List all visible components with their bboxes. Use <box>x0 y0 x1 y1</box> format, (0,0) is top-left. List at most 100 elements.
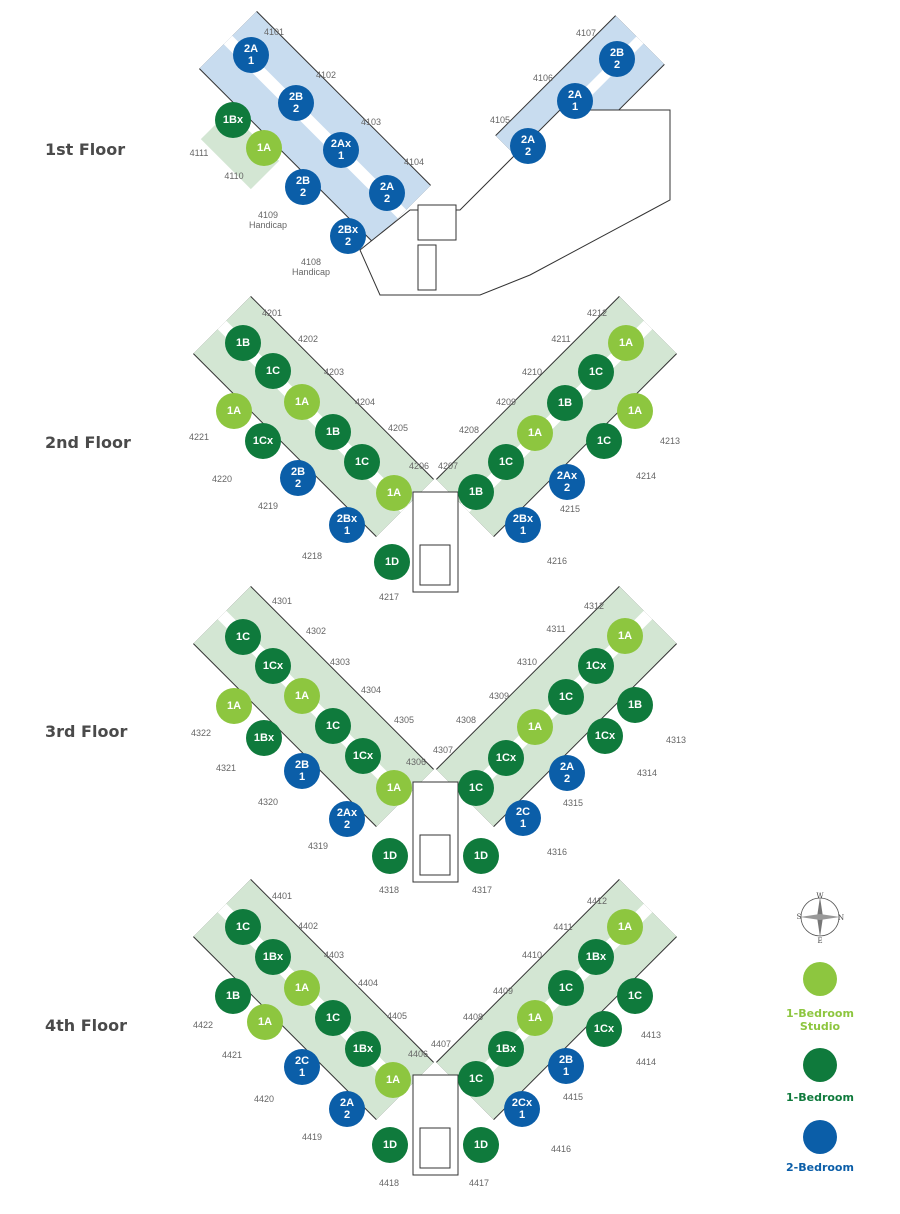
unit-number: 4107 <box>576 28 596 38</box>
unit-type-badge[interactable]: 1D <box>374 544 410 580</box>
unit-type-badge[interactable]: 1Bx <box>215 102 251 138</box>
unit-type-badge[interactable]: 1A <box>375 1062 411 1098</box>
unit-type-badge[interactable]: 1A <box>216 688 252 724</box>
unit-type-badge[interactable]: 1B <box>617 687 653 723</box>
unit-type-badge[interactable]: 1D <box>463 838 499 874</box>
unit-type-label: 2Bx <box>512 513 534 525</box>
elevator <box>417 244 437 291</box>
unit-type-badge[interactable]: 1A <box>517 415 553 451</box>
unit-type-badge[interactable]: 1B <box>547 385 583 421</box>
unit-type-badge[interactable]: 1A <box>607 909 643 945</box>
unit-type-badge[interactable]: 1A <box>608 325 644 361</box>
unit-type-badge[interactable]: 1A <box>607 618 643 654</box>
unit-type-badge[interactable]: 1C <box>225 909 261 945</box>
unit-type-badge[interactable]: 1C <box>344 444 380 480</box>
unit-type-badge[interactable]: 1B <box>458 474 494 510</box>
unit-type-badge[interactable]: 1C <box>586 423 622 459</box>
unit-type-badge[interactable]: 1A <box>247 1004 283 1040</box>
unit-type-badge[interactable]: 1A <box>246 130 282 166</box>
unit-type-badge[interactable]: 1C <box>488 444 524 480</box>
unit-type-badge[interactable]: 1D <box>372 838 408 874</box>
unit-number: 4421 <box>222 1050 242 1060</box>
unit-number-text: 4314 <box>636 768 658 778</box>
unit-type-badge[interactable]: 1C <box>225 619 261 655</box>
unit-type-badge[interactable]: 1Cx <box>578 648 614 684</box>
unit-type-badge[interactable]: 1Bx <box>246 720 282 756</box>
unit-type-badge[interactable]: 1C <box>458 770 494 806</box>
unit-number: 4202 <box>298 334 318 344</box>
unit-type-label: 2B <box>609 47 625 59</box>
unit-type-badge[interactable]: 1C <box>578 354 614 390</box>
unit-type-badge[interactable]: 1C <box>617 978 653 1014</box>
unit-number: 4218 <box>302 551 322 561</box>
unit-type-badge[interactable]: 1B <box>315 414 351 450</box>
unit-type-badge[interactable]: 1A <box>284 970 320 1006</box>
unit-number: 4305 <box>394 715 414 725</box>
unit-number: 4309 <box>489 691 509 701</box>
unit-type-badge[interactable]: 1Bx <box>578 939 614 975</box>
unit-type-badge[interactable]: 1C <box>548 970 584 1006</box>
unit-type-badge[interactable]: 1D <box>463 1127 499 1163</box>
unit-number-text: 4317 <box>471 885 493 895</box>
unit-number-text: 4211 <box>551 334 571 344</box>
unit-type-badge[interactable]: 1A <box>517 709 553 745</box>
unit-number: 4209 <box>496 397 516 407</box>
unit-type-badge[interactable]: 1D <box>372 1127 408 1163</box>
unit-number: 4320 <box>258 797 278 807</box>
unit-type-badge[interactable]: 1Bx <box>488 1031 524 1067</box>
unit-number-text: 4311 <box>546 624 566 634</box>
unit-type-badge[interactable]: 1Cx <box>245 423 281 459</box>
occupancy-label: 2 <box>344 236 352 248</box>
unit-type-badge[interactable]: 1C <box>458 1061 494 1097</box>
unit-type-badge[interactable]: 1A <box>617 393 653 429</box>
unit-number: 4322 <box>191 728 211 738</box>
unit-type-badge[interactable]: 1C <box>255 353 291 389</box>
unit-type-badge[interactable]: 1B <box>225 325 261 361</box>
unit-type-badge[interactable]: 1Cx <box>586 1011 622 1047</box>
unit-type-badge[interactable]: 1C <box>548 679 584 715</box>
unit-type-badge[interactable]: 1Cx <box>345 738 381 774</box>
unit-type-badge[interactable]: 1Cx <box>255 648 291 684</box>
unit-type-label: 1A <box>627 405 643 417</box>
unit-type-badge[interactable]: 1A <box>216 393 252 429</box>
unit-type-label: 2A <box>243 43 259 55</box>
unit-type-badge[interactable]: 1Cx <box>488 740 524 776</box>
unit-type-badge[interactable]: 1A <box>517 1000 553 1036</box>
unit-type-badge[interactable]: 1C <box>315 708 351 744</box>
unit-type-badge[interactable]: 1B <box>215 978 251 1014</box>
unit-type-badge[interactable]: 1A <box>284 678 320 714</box>
unit-number: 4403 <box>324 950 344 960</box>
floor-title-2: 2nd Floor <box>45 433 131 452</box>
unit-number-text: 4419 <box>301 1132 323 1142</box>
unit-type-badge[interactable]: 1Bx <box>255 939 291 975</box>
unit-type-badge[interactable]: 1A <box>376 770 412 806</box>
unit-type-badge[interactable]: 1A <box>376 475 412 511</box>
unit-number-text: 4403 <box>323 950 345 960</box>
unit-type-badge[interactable]: 1Cx <box>587 718 623 754</box>
unit-type-badge[interactable]: 1A <box>284 384 320 420</box>
unit-type-badge[interactable]: 1C <box>315 1000 351 1036</box>
unit-type-badge[interactable]: 1Bx <box>345 1031 381 1067</box>
